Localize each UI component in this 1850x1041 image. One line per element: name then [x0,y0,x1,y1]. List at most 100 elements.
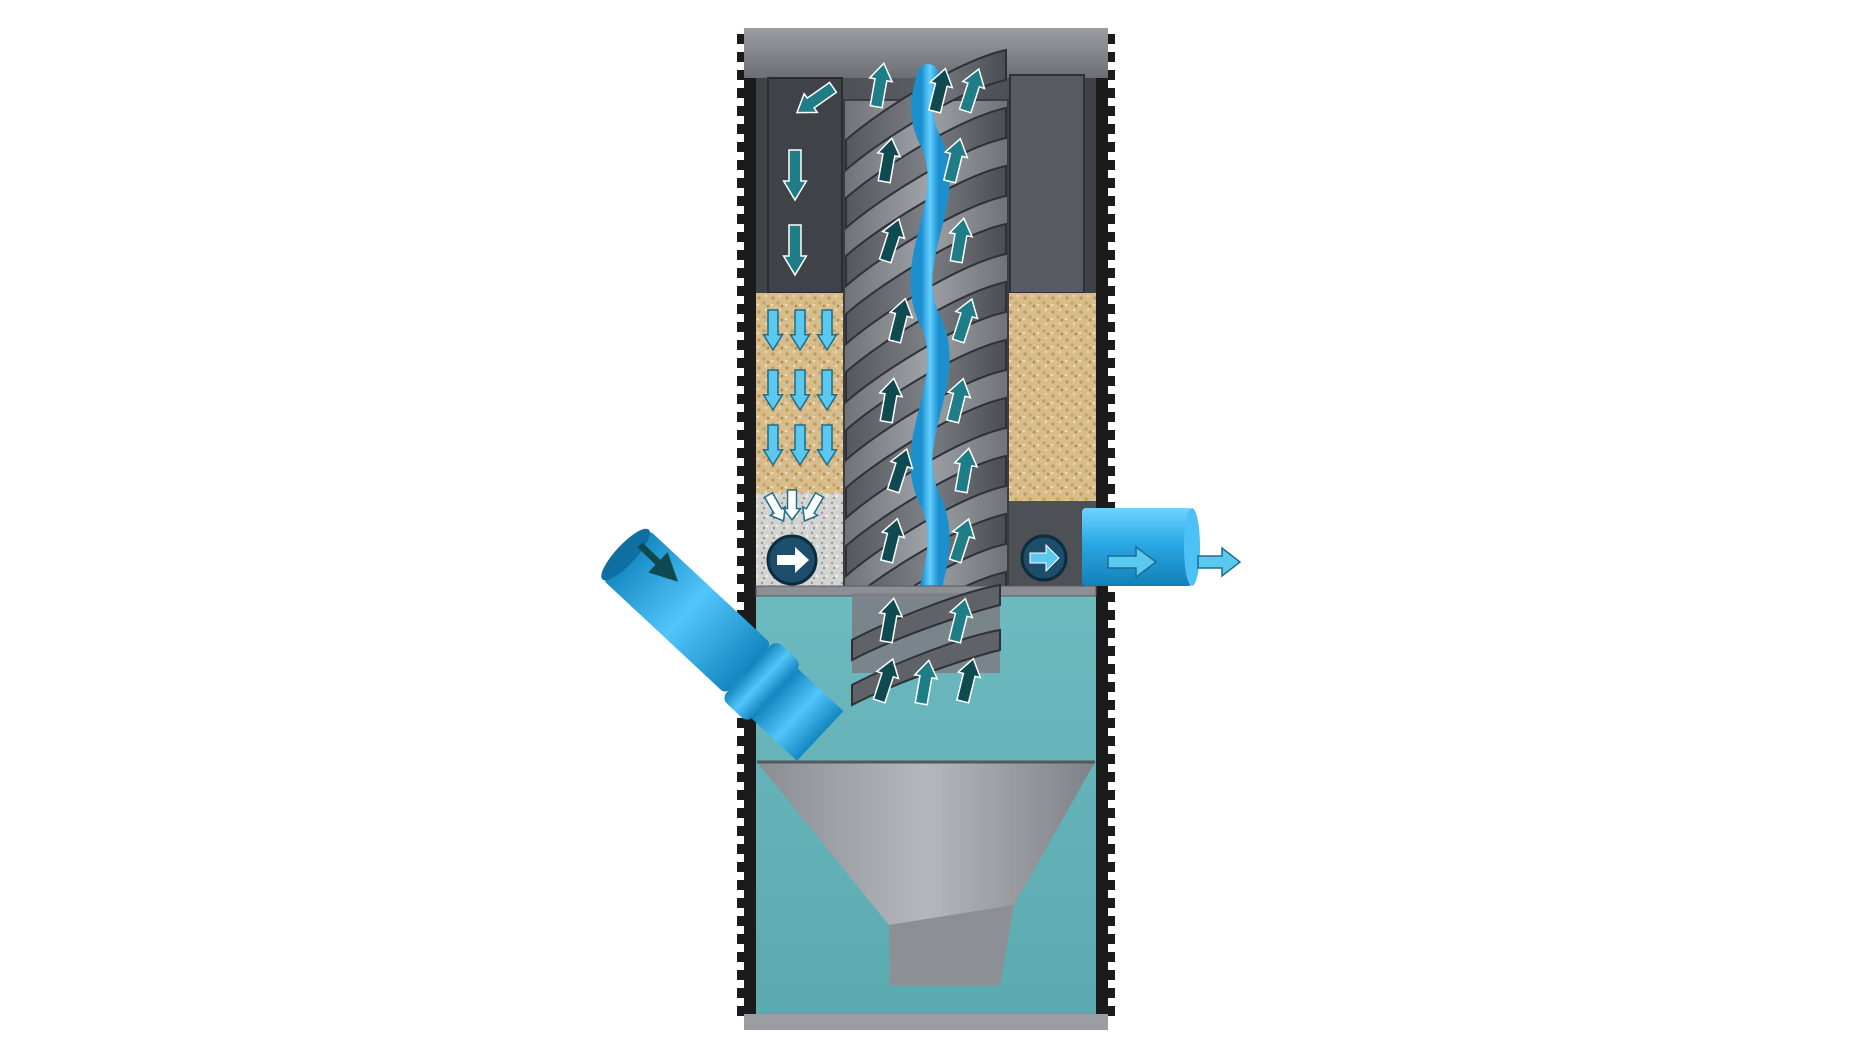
upward-flow-arrow-icon [876,137,902,184]
wall-tooth [1106,916,1115,926]
wall-tooth [1106,322,1115,332]
wall-tooth [737,520,746,530]
downward-flow-arrow-icon [782,224,808,277]
upward-flow-arrow-icon [868,62,894,109]
upward-flow-arrow-icon [887,297,914,344]
wall-tooth [737,502,746,512]
outlet-pipe [1082,508,1200,586]
wall-tooth [1106,718,1115,728]
downward-flow-arrow-icon [789,369,811,412]
wall-tooth [737,880,746,890]
wall-tooth [737,286,746,296]
wall-tooth [737,952,746,962]
wall-tooth [737,898,746,908]
upward-flow-arrow-icon [953,447,979,494]
bottom-plate [744,1014,1108,1030]
downward-flow-arrow-icon [789,424,811,467]
downward-flow-arrow-icon [789,309,811,352]
wall-tooth [737,772,746,782]
wall-tooth [737,790,746,800]
wall-tooth [1106,124,1115,134]
upward-flow-arrow-icon [958,67,986,114]
wall-tooth [737,988,746,998]
upward-flow-arrow-icon [878,377,904,424]
wall-tooth [737,592,746,602]
wall-tooth [1106,592,1115,602]
wall-tooth [737,358,746,368]
upward-flow-arrow-icon [947,597,974,644]
downward-flow-arrow-icon [763,491,787,523]
wall-tooth [1106,430,1115,440]
right-filter-media [1008,293,1096,501]
wall-tooth [737,70,746,80]
upward-flow-arrow-icon [948,517,976,564]
wall-tooth [737,106,746,116]
wall-tooth [1106,34,1115,44]
wall-tooth [1106,1006,1115,1016]
wall-tooth [737,124,746,134]
wall-tooth [737,736,746,746]
wall-tooth [1106,142,1115,152]
wall-tooth [737,574,746,584]
wall-tooth [737,214,746,224]
wall-tooth [737,430,746,440]
wall-tooth [737,178,746,188]
wall-tooth [1106,214,1115,224]
downward-flow-arrow-icon [801,491,825,523]
wall-tooth [1106,160,1115,170]
upward-flow-arrow-icon [913,659,939,706]
wall-tooth [1106,628,1115,638]
wall-tooth [737,250,746,260]
right-riser-tube [1009,74,1085,294]
wall-tooth [737,412,746,422]
wall-tooth [1106,790,1115,800]
wall-tooth [737,556,746,566]
wall-tooth [737,34,746,44]
wall-tooth [737,466,746,476]
wall-tooth [1106,808,1115,818]
wall-tooth [737,340,746,350]
wall-tooth [737,484,746,494]
wall-tooth [737,322,746,332]
flow-indicator-icon [1020,534,1068,582]
upward-flow-arrow-icon [886,447,914,494]
downward-flow-arrow-icon [816,424,838,467]
flow-arrows [762,62,986,706]
flow-indicator-icon [766,534,818,586]
wall-tooth [1106,70,1115,80]
wall-tooth [737,862,746,872]
upward-flow-arrow-icon [945,377,972,424]
upward-flow-arrow-icon [955,657,982,704]
wall-tooth [737,376,746,386]
wall-tooth [737,844,746,854]
wall-tooth [737,826,746,836]
wall-tooth [1106,844,1115,854]
wall-tooth [1106,196,1115,206]
wall-tooth [1106,664,1115,674]
wall-tooth [1106,88,1115,98]
upward-flow-arrow-icon [948,217,974,264]
wall-tooth [1106,52,1115,62]
wall-tooth [737,610,746,620]
wall-tooth [737,970,746,980]
wall-tooth [1106,862,1115,872]
wall-tooth [1106,448,1115,458]
downward-flow-arrow-icon [816,309,838,352]
inlet-arrow-icon [637,542,679,582]
wall-tooth [1106,736,1115,746]
wall-tooth [1106,286,1115,296]
downward-flow-arrow-icon [762,424,784,467]
wall-tooth [737,196,746,206]
wall-tooth [737,934,746,944]
outlet-arrow-icon [1107,545,1158,579]
circulation-arrow-icon [795,81,838,114]
outlet-arrow-icon [1197,546,1242,578]
wall-tooth [737,160,746,170]
wall-tooth [1106,646,1115,656]
wall-tooth [1106,376,1115,386]
right-wall-teeth [1106,34,1115,1016]
upward-flow-arrow-icon [878,597,904,644]
wall-tooth [1106,340,1115,350]
wall-tooth [1106,358,1115,368]
